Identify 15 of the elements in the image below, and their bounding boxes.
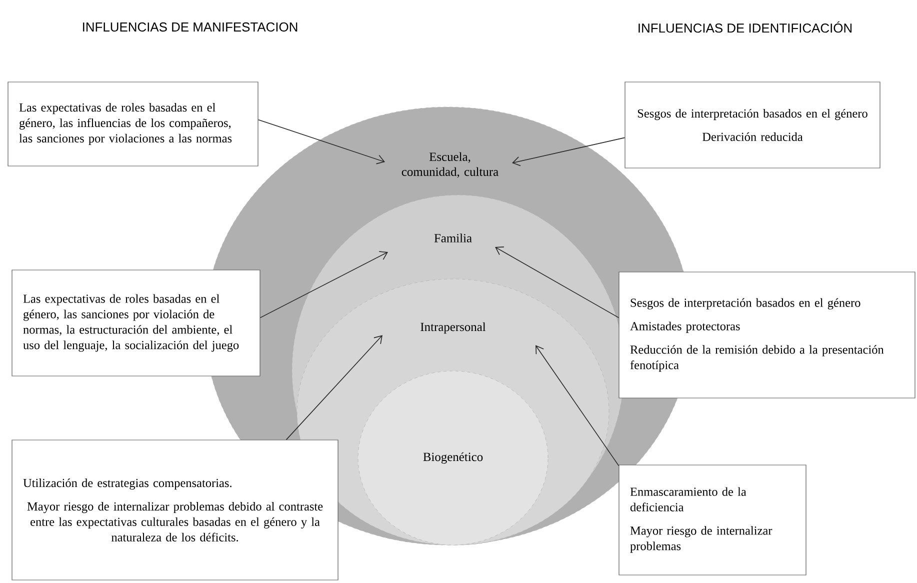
text-box: Las expectativas de roles basadas en el género, las sanciones por violación de normas, la estructuración del ambiente, el uso del lenguaje, la socialización del juego (12, 270, 260, 376)
ring-band: Biogenético (358, 370, 548, 546)
arrow (260, 251, 388, 318)
text-box: Sesgos de interpretación basados en el género Derivación reducida (624, 82, 880, 168)
arrow (512, 137, 626, 166)
text-box: Sesgos de interpretación basados en el género Amistades protectoras Reducción de la remisión debido a la presentación fenotípica (618, 272, 916, 398)
arrow (258, 119, 385, 164)
arrow (536, 345, 620, 466)
text-box: Enmascaramiento de la deficiencia Mayor riesgo de internalizar problemas (618, 464, 806, 576)
column-heading: INFLUENCIAS DE IDENTIFICACIÓN (638, 21, 852, 33)
arrow (495, 246, 620, 318)
column-heading: INFLUENCIAS DE MANIFESTACION (83, 22, 298, 32)
text-box: Las expectativas de roles basadas en el género, las influencias de los compañeros, las sanciones por violaciones a las normas (8, 82, 258, 166)
arrow (286, 335, 382, 440)
text-box: Utilización de estrategias compensatorias. Mayor riesgo de internalizar problemas debido al contraste entre las expectativas culturales basadas en el género y la naturaleza de los déficits. (12, 440, 338, 580)
